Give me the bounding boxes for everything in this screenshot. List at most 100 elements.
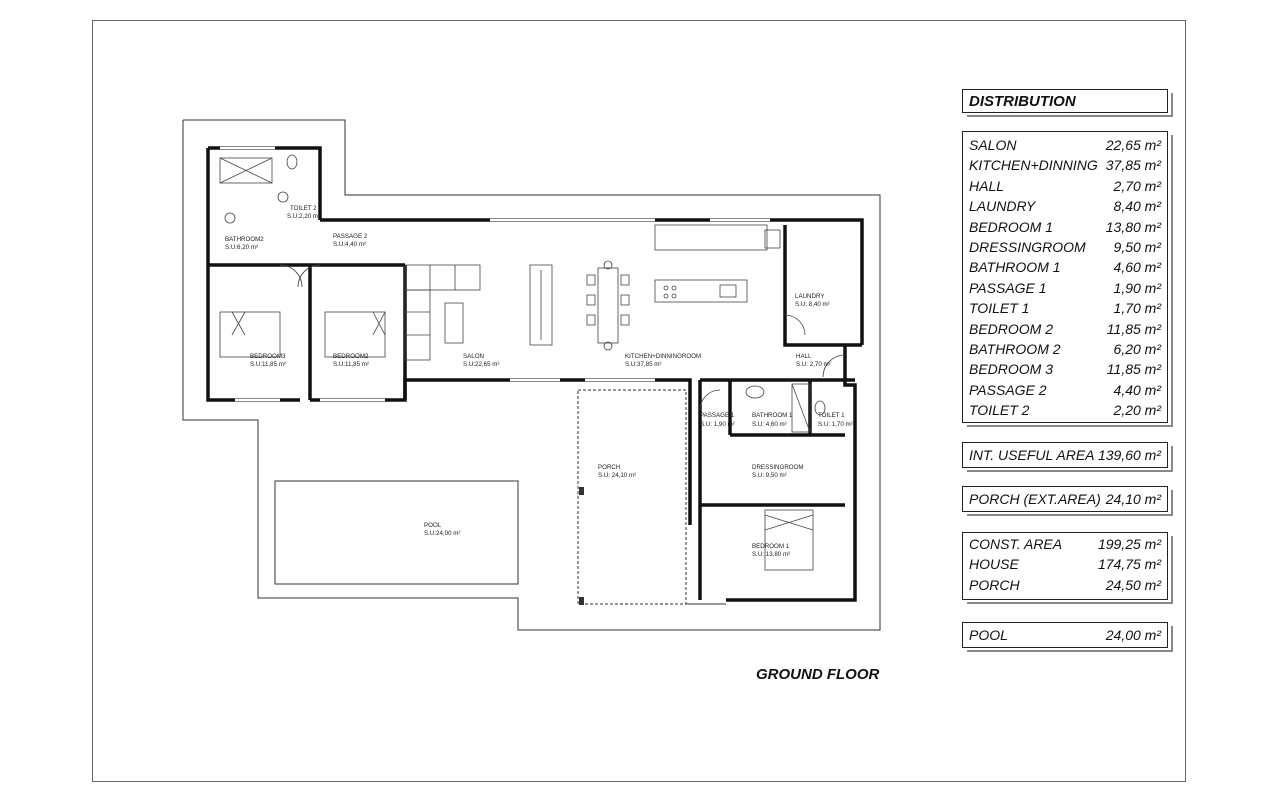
useful-area-box: INT. USEFUL AREA 139,60 m² — [962, 442, 1168, 468]
useful-area-row: INT. USEFUL AREA 139,60 m² — [963, 445, 1167, 465]
room-area-row: PASSAGE 1 1,90 m² — [963, 278, 1167, 298]
drawing-frame — [92, 20, 1186, 782]
area-laundry: S.U: 8,40 m² — [795, 301, 830, 308]
room-area-area: 11,85 m² — [1106, 320, 1161, 337]
room-area-area: 2,70 m² — [1113, 177, 1161, 194]
furniture — [219, 154, 846, 571]
label-bathroom2: BATHROOM2 — [225, 236, 264, 243]
area-passage2: S.U:4,40 m² — [333, 241, 366, 248]
area-bedroom1: S.U: 13,80 m² — [752, 551, 790, 558]
area-passage1: S.U: 1,90 m² — [700, 421, 735, 428]
room-area-name: TOILET 1 — [969, 300, 1030, 317]
room-area-area: 8,40 m² — [1113, 198, 1161, 215]
room-area-name: PASSAGE 1 — [969, 279, 1047, 296]
const-area-box: CONST. AREA 199,25 m² HOUSE 174,75 m² PORCH 2… — [962, 532, 1168, 600]
pool-area-label: POOL — [969, 627, 1008, 643]
pool-area-box: POOL 24,00 m² — [962, 622, 1168, 648]
room-area-name: BATHROOM 1 — [969, 259, 1061, 276]
room-area-area: 37,85 m² — [1105, 157, 1161, 174]
useful-area-value: 139,60 m² — [1097, 447, 1161, 463]
label-bedroom2: BEDROOM2 — [333, 353, 369, 360]
room-area-name: BEDROOM 2 — [969, 320, 1054, 337]
room-area-row: BEDROOM 3 11,85 m² — [963, 359, 1167, 379]
room-area-name: PASSAGE 2 — [969, 381, 1047, 398]
label-passage2: PASSAGE 2 — [333, 233, 368, 240]
room-area-area: 6,20 m² — [1113, 340, 1161, 357]
room-area-row: SALON 22,65 m² — [963, 135, 1167, 155]
room-area-row: BATHROOM 1 4,60 m² — [963, 257, 1167, 277]
porch-area-value: 24,10 m² — [1105, 491, 1161, 507]
room-area-name: KITCHEN+DINNING — [969, 157, 1098, 174]
area-bathroom2: S.U:6,20 m² — [225, 244, 258, 251]
room-area-row: TOILET 1 1,70 m² — [963, 298, 1167, 318]
windows — [220, 146, 770, 402]
pool-area-row: POOL 24,00 m² — [963, 625, 1167, 645]
room-area-row: LAUNDRY 8,40 m² — [963, 196, 1167, 216]
label-passage1: PASSAGE 1 — [700, 412, 735, 419]
label-bedroom3: BEDROOM3 — [250, 353, 286, 360]
room-area-area: 22,65 m² — [1105, 137, 1161, 153]
room-area-area: 9,50 m² — [1113, 238, 1161, 255]
label-porch: PORCH — [598, 464, 620, 471]
const-area-area: 174,75 m² — [1097, 556, 1161, 573]
area-toilet2: S.U:2,20 m² — [287, 213, 320, 220]
const-area-area: 199,25 m² — [1097, 536, 1161, 552]
label-toilet1: TOILET 1 — [818, 412, 845, 419]
label-kitchen: KITCHEN+DINNINGROOM — [625, 353, 701, 360]
room-area-name: LAUNDRY — [969, 198, 1036, 215]
label-dressing: DRESSINGROOM — [752, 464, 804, 471]
label-hall: HALL — [796, 353, 812, 360]
room-area-name: BEDROOM 3 — [969, 361, 1054, 378]
const-area-row: HOUSE 174,75 m² — [963, 554, 1167, 574]
room-area-area: 4,60 m² — [1113, 259, 1161, 276]
distribution-title-box: DISTRIBUTION — [962, 89, 1168, 113]
room-area-name: HALL — [969, 177, 1005, 194]
const-area-row: CONST. AREA 199,25 m² — [963, 534, 1167, 554]
room-area-name: TOILET 2 — [969, 402, 1030, 419]
room-area-area: 11,85 m² — [1106, 361, 1161, 378]
room-area-row: PASSAGE 2 4,40 m² — [963, 380, 1167, 400]
room-area-row: BATHROOM 2 6,20 m² — [963, 339, 1167, 359]
const-area-area: 24,50 m² — [1105, 576, 1161, 593]
area-pool: S.U:24,00 m² — [424, 530, 460, 537]
area-dressing: S.U: 9,50 m² — [752, 472, 787, 479]
area-bathroom1: S.U: 4,60 m² — [752, 421, 787, 428]
porch-outline — [577, 389, 687, 605]
label-bathroom1: BATHROOM 1 — [752, 412, 793, 419]
useful-area-label: INT. USEFUL AREA — [969, 447, 1095, 463]
label-salon: SALON — [463, 353, 484, 360]
label-pool: POOL — [424, 522, 442, 529]
const-area-name: PORCH — [969, 576, 1020, 593]
porch-area-box: PORCH (EXT.AREA) 24,10 m² — [962, 486, 1168, 512]
room-area-name: BATHROOM 2 — [969, 340, 1061, 357]
area-bedroom2: S.U:11,85 m² — [333, 361, 369, 368]
label-toilet2: TOILET 2 — [290, 205, 317, 212]
label-bedroom1: BEDROOM 1 — [752, 543, 790, 550]
room-area-name: SALON — [969, 137, 1017, 153]
porch-area-label: PORCH (EXT.AREA) — [969, 491, 1101, 507]
area-salon: S.U:22,65 m² — [463, 361, 499, 368]
const-area-name: HOUSE — [969, 556, 1019, 573]
room-area-area: 1,70 m² — [1113, 300, 1161, 317]
terrace-outline — [182, 119, 881, 631]
room-area-row: BEDROOM 2 11,85 m² — [963, 319, 1167, 339]
porch-pillars — [579, 487, 584, 605]
pool — [274, 480, 519, 585]
const-area-name: CONST. AREA — [969, 536, 1063, 552]
area-bedroom3: S.U:11,85 m² — [250, 361, 286, 368]
room-area-name: BEDROOM 1 — [969, 218, 1054, 235]
room-areas-box: SALON 22,65 m² KITCHEN+DINNING 37,85 m² HALL… — [962, 131, 1168, 423]
distribution-title: DISTRIBUTION — [969, 93, 1076, 110]
room-area-row: HALL 2,70 m² — [963, 176, 1167, 196]
pool-area-value: 24,00 m² — [1105, 627, 1161, 643]
room-area-row: KITCHEN+DINNING 37,85 m² — [963, 155, 1167, 175]
room-area-area: 1,90 m² — [1113, 279, 1161, 296]
label-laundry: LAUNDRY — [795, 293, 824, 300]
porch-area-row: PORCH (EXT.AREA) 24,10 m² — [963, 489, 1167, 509]
area-hall: S.U: 2,70 m² — [796, 361, 831, 368]
room-area-area: 4,40 m² — [1113, 381, 1161, 398]
